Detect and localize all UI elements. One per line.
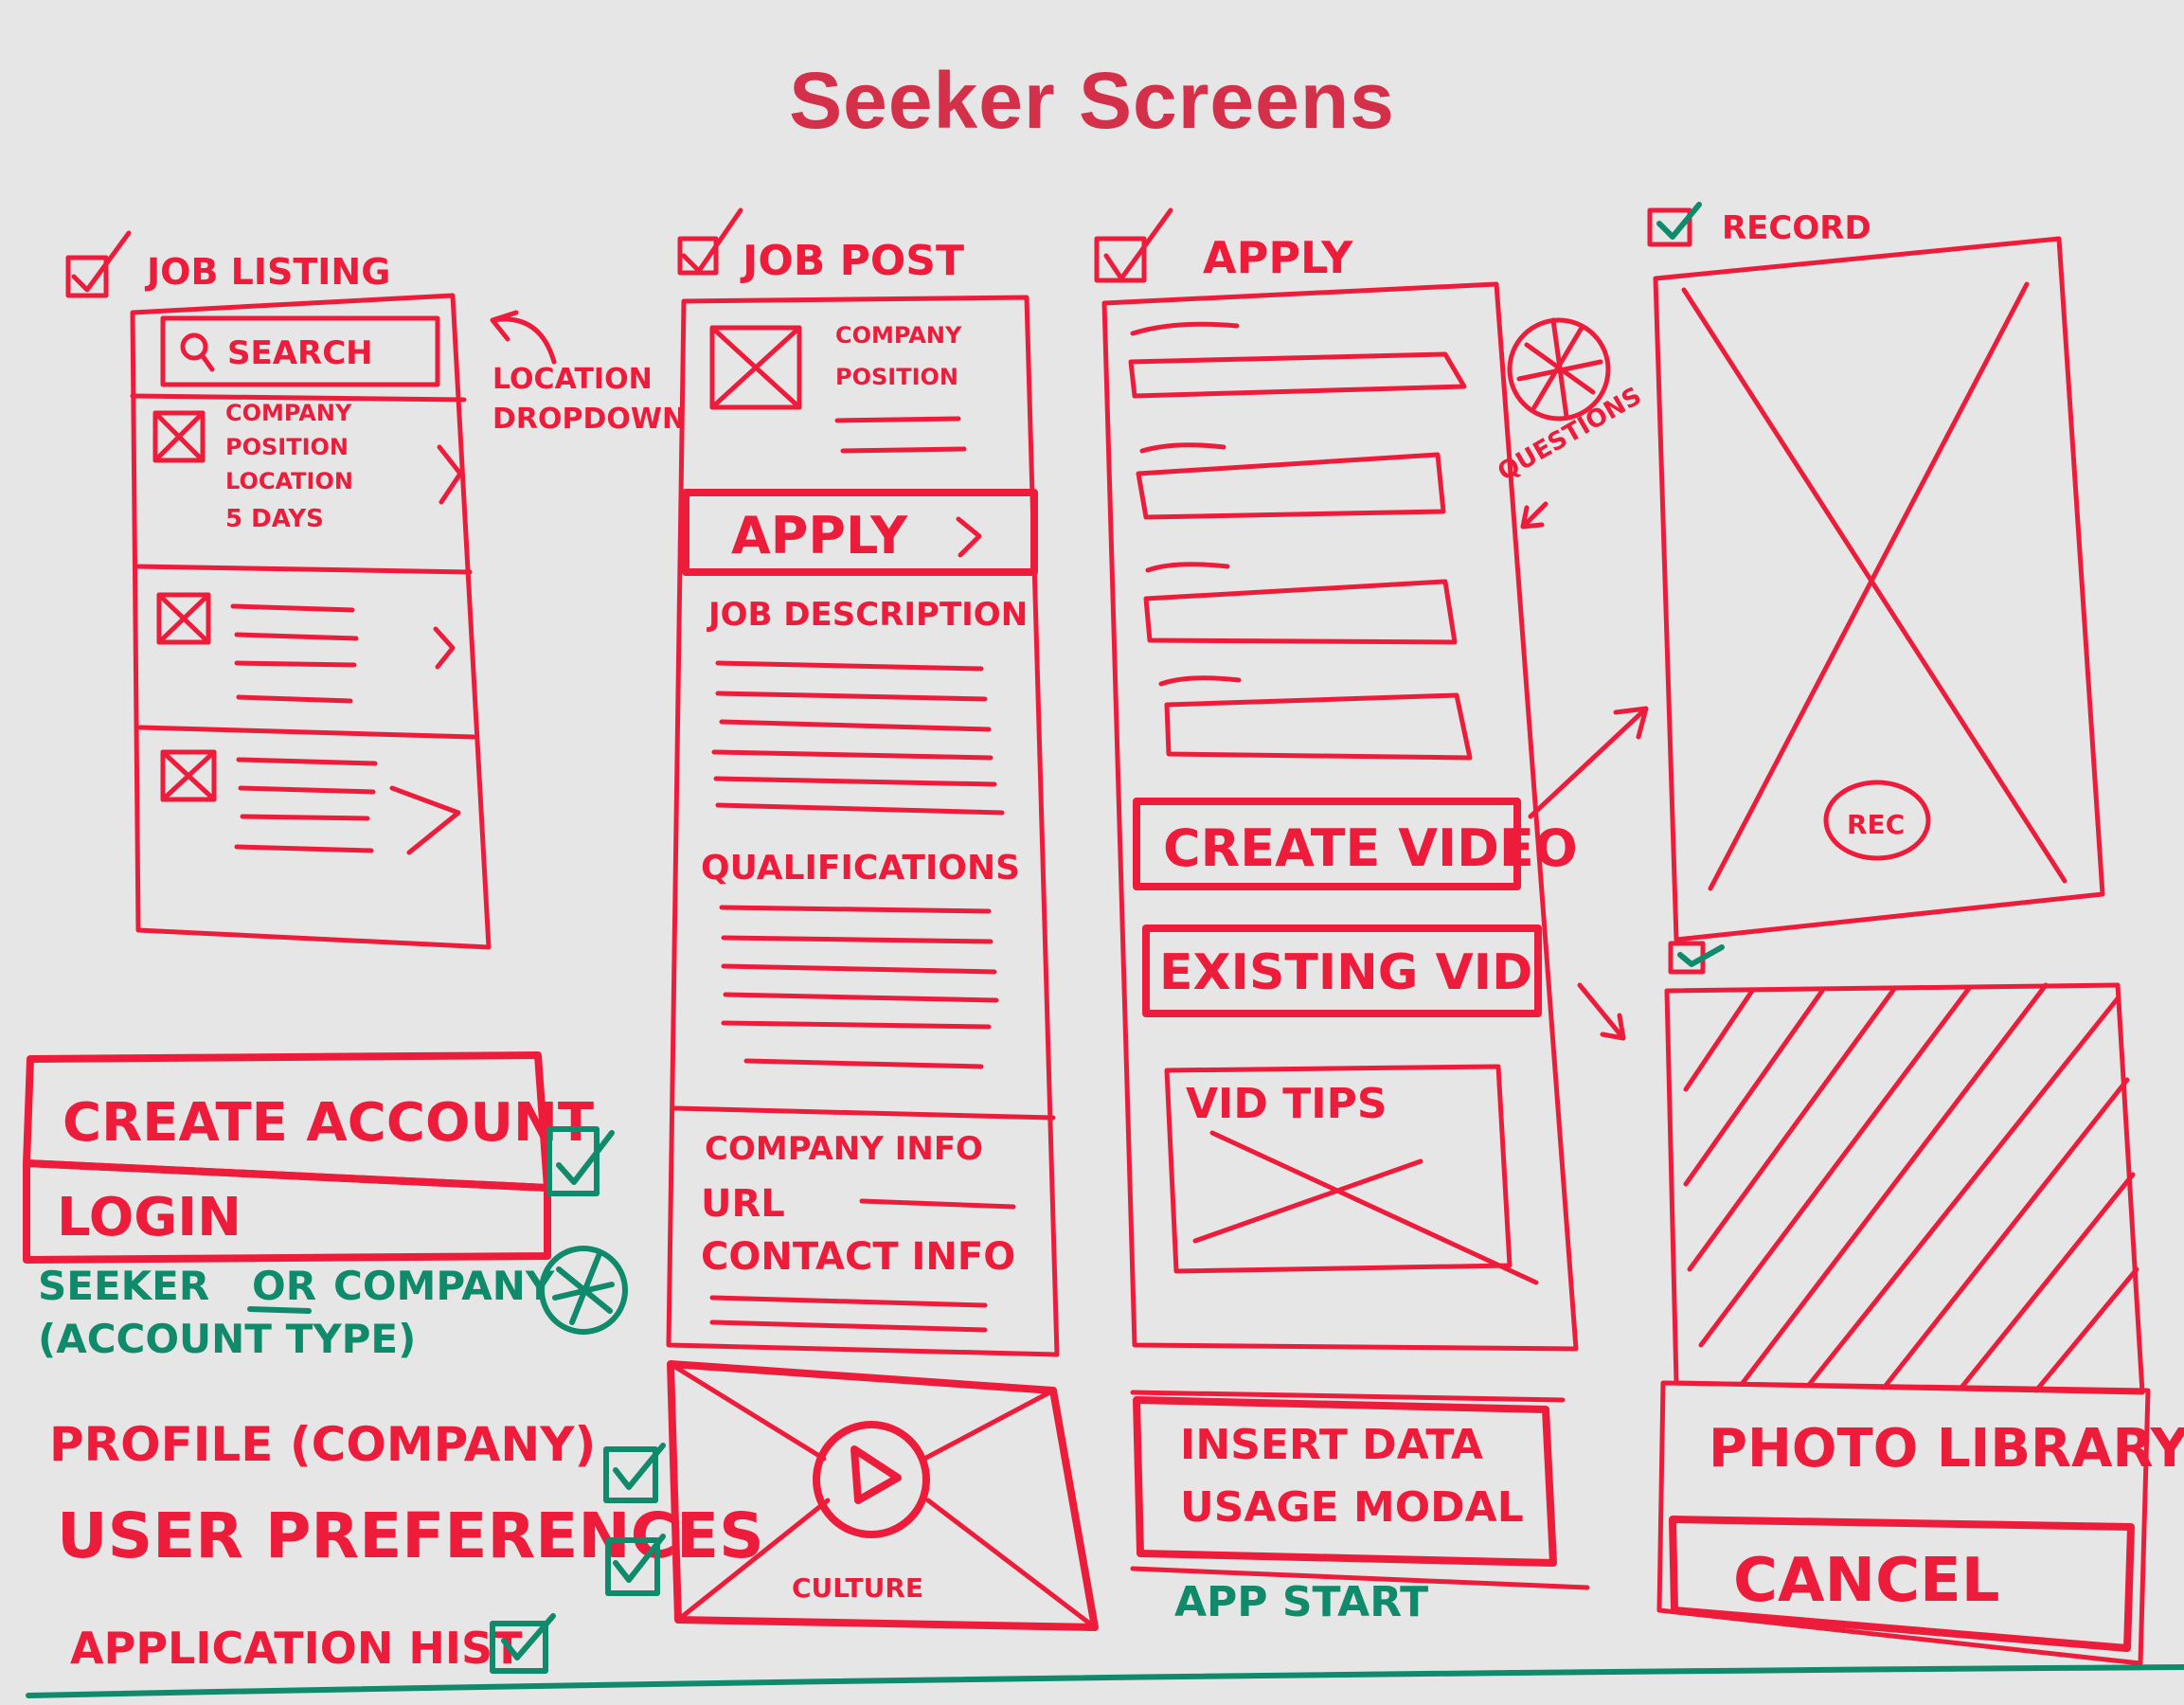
svg-text:LOGIN: LOGIN [57, 1187, 242, 1248]
play-icon[interactable] [850, 1445, 902, 1504]
account-wireframe: CREATE ACCOUNT LOGIN SEEKER OR COMPANY (… [23, 1051, 764, 1674]
job-description-heading: JOB DESCRIPTION [707, 596, 1028, 634]
divider-line [26, 1664, 2184, 1698]
form-field[interactable] [1136, 442, 1446, 520]
svg-text:CREATE VIDEO: CREATE VIDEO [1163, 818, 1578, 878]
search-icon [180, 332, 215, 372]
svg-text:VID TIPS: VID TIPS [1186, 1080, 1387, 1128]
form-field[interactable] [1143, 562, 1458, 645]
apply-check-icon [1094, 207, 1173, 283]
record-check-icon [1647, 202, 1702, 247]
svg-text:EXISTING VID: EXISTING VID [1159, 944, 1532, 1001]
culture-video-player[interactable]: CULTURE [667, 1360, 1099, 1631]
vid-tips-panel[interactable]: VID TIPS [1164, 1064, 1539, 1285]
svg-text:COMPANY: COMPANY [225, 400, 352, 426]
form-field[interactable] [1158, 675, 1473, 761]
search-label[interactable]: SEARCH [227, 334, 373, 372]
svg-text:CREATE ACCOUNT: CREATE ACCOUNT [63, 1092, 594, 1154]
chevron-right-icon[interactable] [437, 444, 463, 505]
svg-text:LOCATION: LOCATION [492, 363, 653, 396]
listing-card[interactable]: COMPANY POSITION LOCATION 5 DAYS [225, 400, 353, 533]
qualifications-heading: QUALIFICATIONS [701, 849, 1020, 888]
chevron-right-icon [956, 516, 982, 558]
action-sheet [1656, 1380, 2151, 1666]
svg-text:APPLICATION HIST: APPLICATION HIST [70, 1623, 523, 1674]
questions-badge-icon [1507, 317, 1611, 422]
url-label[interactable]: URL [701, 1182, 785, 1226]
apply-heading: APPLY [1203, 232, 1353, 283]
svg-text:APPLY: APPLY [731, 506, 908, 565]
user-preferences-check-icon [605, 1534, 666, 1596]
photo-preview-hatched [1664, 982, 2145, 1395]
job-listing-check-icon [65, 230, 132, 298]
chevron-right-icon[interactable] [389, 785, 461, 855]
culture-label: CULTURE [792, 1572, 923, 1604]
svg-text:POSITION: POSITION [225, 434, 349, 460]
svg-text:USAGE MODAL: USAGE MODAL [1180, 1483, 1524, 1532]
profile-company-label[interactable]: PROFILE (COMPANY) [49, 1417, 596, 1472]
photo-library-button[interactable]: PHOTO LIBRARY [1709, 1418, 2184, 1480]
apply-button[interactable]: APPLY [682, 489, 1038, 576]
svg-text:DROPDOWN: DROPDOWN [492, 403, 686, 436]
svg-text:REC: REC [1847, 809, 1905, 840]
existing-vid-button[interactable]: EXISTING VID [1142, 924, 1542, 1017]
record-heading: RECORD [1722, 209, 1871, 247]
job-post-wireframe: JOB POST COMPANY POSITION APPLY JOB DESC… [666, 207, 1099, 1631]
image-placeholder-icon [160, 749, 217, 802]
svg-text:5 DAYS: 5 DAYS [225, 505, 324, 533]
profile-check-icon [603, 1443, 666, 1503]
job-post-check-icon [677, 207, 743, 276]
svg-text:(ACCOUNT TYPE): (ACCOUNT TYPE) [38, 1316, 416, 1362]
svg-text:SEEKER: SEEKER [38, 1263, 209, 1309]
job-listing-heading: JOB LISTING [144, 251, 390, 293]
svg-text:INSERT DATA: INSERT DATA [1180, 1421, 1483, 1469]
svg-text:CANCEL: CANCEL [1733, 1546, 2000, 1616]
svg-text:PHOTO LIBRARY: PHOTO LIBRARY [1709, 1418, 2184, 1480]
app-start-label: APP START [1174, 1578, 1428, 1626]
record-wireframe: RECORD REC PHOTO LIBR [1647, 202, 2184, 1666]
camera-viewfinder [1653, 236, 2105, 942]
photo-check-icon [1668, 941, 1725, 975]
rec-button[interactable]: REC [1823, 780, 1931, 861]
svg-text:LOCATION: LOCATION [225, 468, 353, 494]
location-dropdown-note: LOCATION DROPDOWN [492, 363, 686, 436]
job-post-heading: JOB POST [740, 237, 964, 285]
apply-wireframe: APPLY [1094, 207, 1649, 1626]
position-label: POSITION [835, 364, 958, 390]
svg-text:COMPANY: COMPANY [333, 1263, 555, 1309]
chevron-right-icon[interactable] [433, 626, 456, 670]
login-button[interactable]: LOGIN [23, 1159, 551, 1264]
image-placeholder-icon [152, 410, 206, 463]
job-listing-wireframe: JOB LISTING SEARCH LOCATION DROPDOWN [65, 230, 686, 950]
data-usage-modal[interactable]: INSERT DATA USAGE MODAL [1133, 1396, 1557, 1567]
create-video-button[interactable]: CREATE VIDEO [1133, 798, 1578, 890]
account-type-note: SEEKER OR COMPANY (ACCOUNT TYPE) [38, 1263, 555, 1362]
contact-info-label[interactable]: CONTACT INFO [701, 1235, 1015, 1279]
account-type-badge-icon [539, 1246, 628, 1335]
form-field[interactable] [1128, 321, 1467, 399]
company-label: COMPANY [835, 322, 962, 349]
company-info-heading: COMPANY INFO [705, 1130, 983, 1168]
create-account-button[interactable]: CREATE ACCOUNT [23, 1051, 594, 1192]
account-check-icon [546, 1126, 615, 1196]
svg-text:OR: OR [252, 1263, 316, 1309]
application-hist-label[interactable]: APPLICATION HIST [70, 1623, 523, 1674]
page-title: Seeker Screens [789, 56, 1395, 145]
image-placeholder-icon [709, 325, 802, 410]
application-hist-check-icon [490, 1613, 556, 1674]
cancel-button[interactable]: CANCEL [1669, 1516, 2135, 1652]
image-placeholder-icon [156, 592, 211, 645]
